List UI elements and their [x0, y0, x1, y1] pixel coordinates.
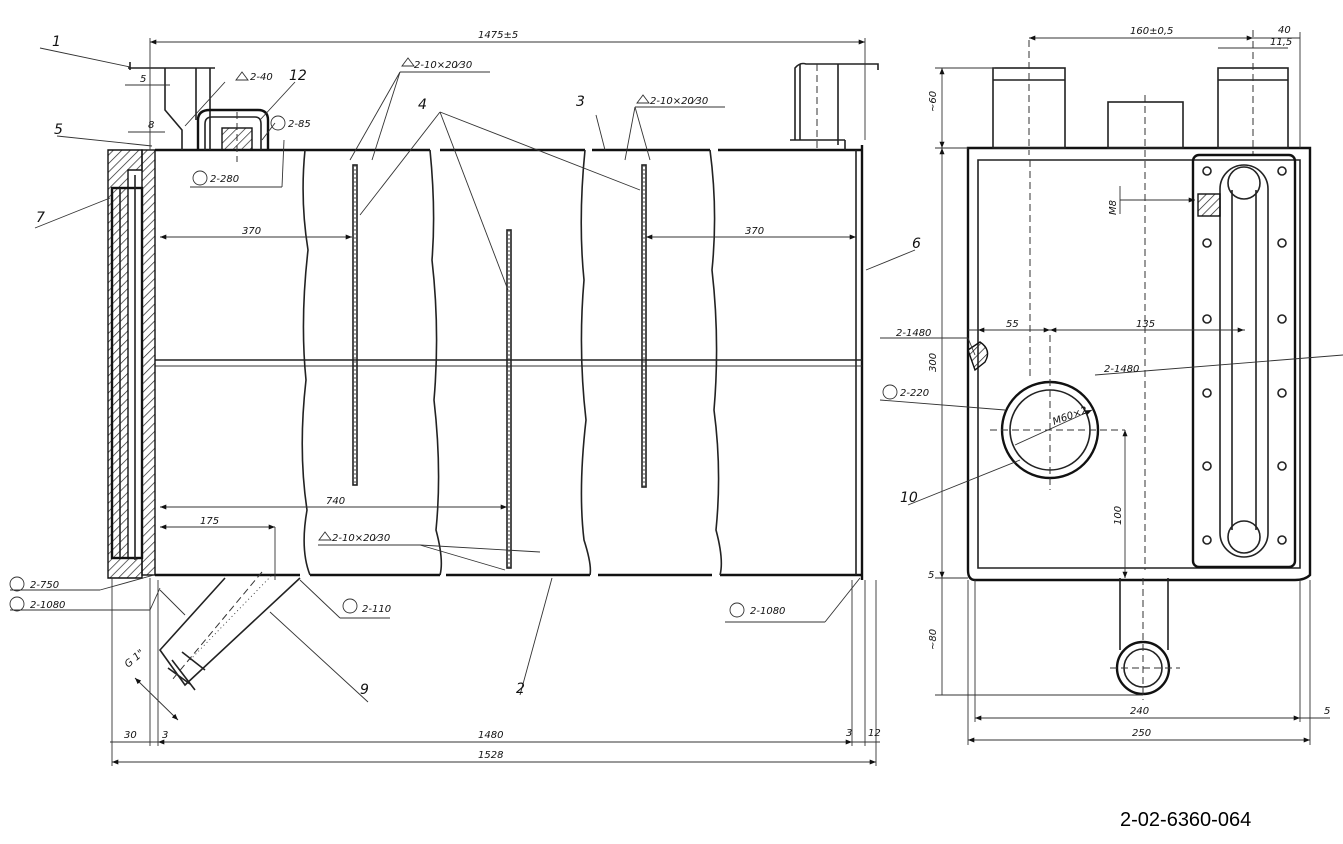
side-dimension-text: 160±0,5 40 11,5 ~60 M8 55 135 2-1480 2-1…	[896, 25, 1330, 739]
weld-2-110: 2-110	[362, 604, 391, 615]
front-view	[9, 38, 916, 766]
weld-symbols-front	[9, 57, 745, 618]
dim-11-5: 11,5	[1270, 37, 1292, 48]
weld-note-text: 2-40 2-85 2-280 2-10×20⁄30 2-10×20⁄30 2-…	[30, 60, 785, 617]
top-pipe-left	[128, 62, 270, 162]
weld-2-85: 2-85	[288, 119, 311, 130]
dim-5-right: 5	[1324, 706, 1330, 717]
part-label-7: 7	[36, 210, 45, 226]
dim-740: 740	[326, 496, 345, 507]
dim-55: 55	[1006, 319, 1019, 330]
side-view	[879, 30, 1343, 745]
dim-m60: M60×2	[1051, 405, 1089, 428]
side-bottom-pipe	[1110, 578, 1180, 700]
leaders-side	[879, 337, 1343, 506]
dim-overall-top: 1475±5	[478, 30, 518, 41]
dim-5: 5	[140, 74, 146, 85]
dim-m8: M8	[1108, 200, 1119, 215]
dim-370-left: 370	[242, 226, 261, 237]
weld-2-220: 2-220	[900, 388, 929, 399]
side-body	[966, 95, 1312, 582]
part-label-5: 5	[54, 122, 63, 138]
part-label-1: 1	[52, 34, 61, 50]
tank-body	[155, 145, 864, 580]
dim-3-left: 3	[162, 730, 168, 741]
baffles	[352, 164, 647, 569]
dimensions-side	[935, 32, 1330, 745]
dim-135: 135	[1136, 319, 1155, 330]
dim-30: 30	[124, 730, 137, 741]
part-label-3: 3	[576, 94, 585, 110]
dimensions-front	[110, 38, 880, 766]
weld-2-1480-right: 2-1480	[1104, 364, 1139, 375]
dim-60: ~60	[928, 91, 939, 112]
weld-2-280: 2-280	[210, 174, 239, 185]
dim-370-right: 370	[745, 226, 764, 237]
weld-2-1080-left: 2-1080	[30, 600, 65, 611]
drain-pipe	[158, 571, 301, 691]
dim-3-right: 3	[846, 728, 852, 739]
weld-top-left: 2-10×20⁄30	[414, 60, 472, 71]
dim-175: 175	[200, 516, 219, 527]
weld-2-1480-left: 2-1480	[896, 328, 931, 339]
dim-5-side: 5	[928, 570, 934, 581]
weld-2-750: 2-750	[30, 580, 59, 591]
part-labels: 1 5 7 12 3 4 6 9 2 10	[36, 34, 921, 698]
side-top-pipes	[992, 30, 1289, 155]
dim-250: 250	[1132, 728, 1151, 739]
leaders-front	[10, 47, 916, 703]
part-label-10: 10	[900, 490, 918, 506]
socket-m60	[990, 335, 1125, 490]
gauge-bolts	[1202, 166, 1287, 545]
end-cover-left	[107, 149, 156, 579]
dim-12: 12	[868, 728, 881, 739]
part-label-4: 4	[418, 97, 427, 113]
dim-300: 300	[928, 353, 939, 372]
dim-80: ~80	[928, 629, 939, 650]
dim-160: 160±0,5	[1130, 26, 1173, 37]
part-label-6: 6	[912, 236, 921, 252]
top-pipe-right	[790, 62, 879, 150]
weld-2-40: 2-40	[250, 72, 273, 83]
weld-2-1080-right: 2-1080	[750, 606, 785, 617]
dim-1528: 1528	[478, 750, 503, 761]
part-label-12: 12	[289, 68, 307, 84]
weld-top-right: 2-10×20⁄30	[650, 96, 708, 107]
part-label-2: 2	[516, 681, 525, 697]
dim-thread-g: G 1"	[123, 648, 147, 670]
level-gauge	[1191, 153, 1297, 569]
dim-240: 240	[1130, 706, 1149, 717]
drawing-number: 2-02-6360-064	[1120, 809, 1251, 831]
dim-1480: 1480	[478, 730, 503, 741]
weld-bottom: 2-10×20⁄30	[332, 533, 390, 544]
dim-100: 100	[1113, 506, 1124, 525]
dim-40: 40	[1278, 25, 1291, 36]
part-label-9: 9	[360, 682, 369, 698]
dim-8: 8	[148, 120, 154, 131]
